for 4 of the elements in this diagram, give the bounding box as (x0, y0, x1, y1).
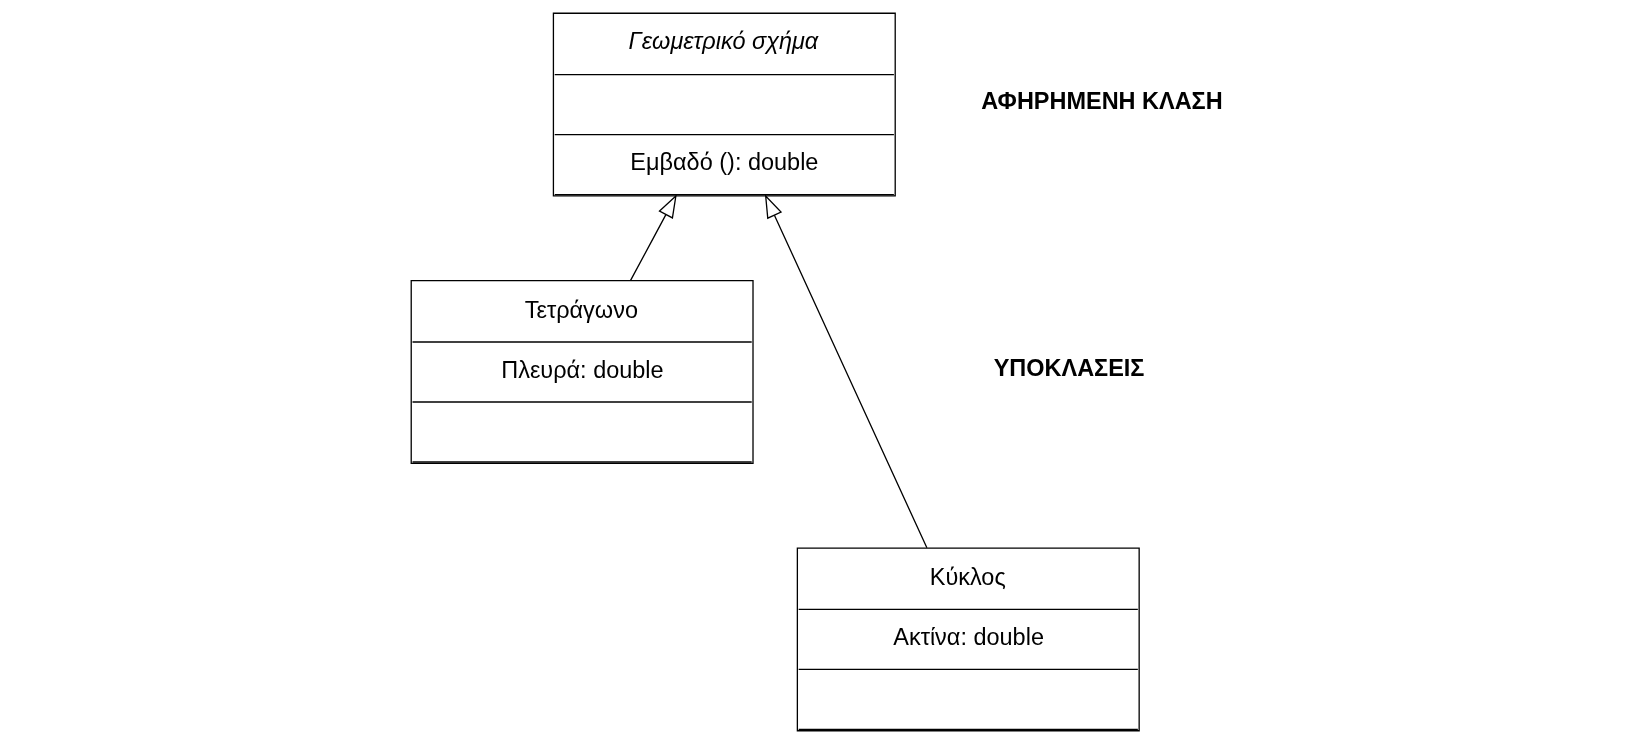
label: ΑΦΗΡΗΜΕΝΗ ΚΛΑΣΗ (980, 88, 1223, 114)
label: ΥΠΟΚΛΑΣΕΙΣ (993, 355, 1144, 382)
arrow (629, 194, 677, 282)
arrow (764, 194, 928, 549)
